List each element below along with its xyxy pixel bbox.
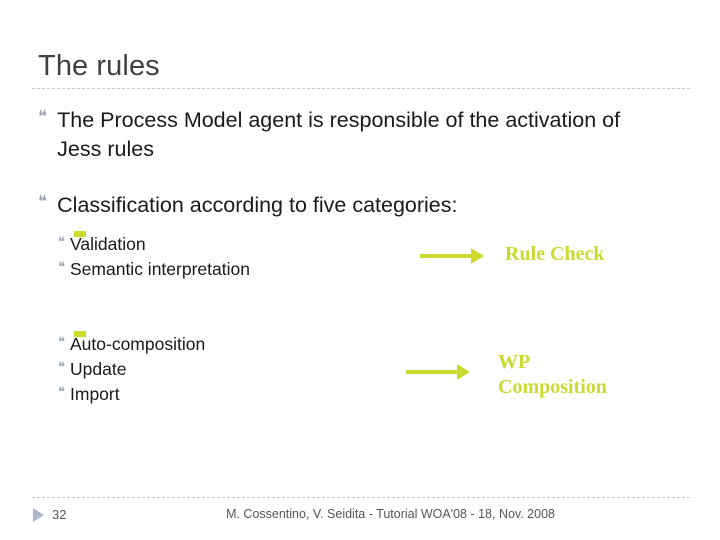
title-divider: [32, 88, 690, 89]
list-item-label: Validation: [70, 234, 146, 254]
bullet-item-1-text: The Process Model agent is responsible o…: [57, 108, 621, 161]
footer-divider: [32, 497, 690, 498]
list-item-label: Semantic interpretation: [70, 259, 250, 279]
list-item: ❝ Semantic interpretation: [58, 257, 250, 282]
bullet-marker-icon: ❝: [58, 335, 65, 350]
bullet-marker-icon: ❝: [58, 385, 65, 400]
list-item-label: Auto-composition: [70, 334, 206, 354]
bullet-marker-icon: ❝: [58, 235, 65, 250]
bullet-marker-icon: ❝: [58, 360, 65, 375]
list-item-label: Import: [70, 384, 120, 404]
page-title: The rules: [38, 50, 160, 82]
bullet-item-2: ❝ Classification according to five categ…: [38, 191, 668, 220]
category-group-1: ❝ Validation ❝ Semantic interpretation R…: [58, 231, 678, 282]
page-number: 32: [52, 507, 67, 522]
bullet-marker-icon: ❝: [38, 192, 48, 212]
category-group-2: ❝ Auto-composition ❝ Update ❝ Import WP …: [58, 331, 678, 407]
arrow-right-icon: [406, 364, 470, 380]
bullet-marker-icon: ❝: [58, 260, 65, 275]
footer-citation: M. Cossentino, V. Seidita - Tutorial WOA…: [226, 507, 555, 521]
bullet-marker-icon: ❝: [38, 107, 48, 127]
list-item: ❝ Import: [58, 382, 205, 407]
list-item: ❝ Validation: [58, 232, 250, 257]
arrow-right-icon: [420, 248, 484, 264]
list-item-label: Update: [70, 359, 127, 379]
list-item: ❝ Auto-composition: [58, 332, 205, 357]
category-group-1-label: Rule Check: [505, 243, 605, 265]
bullet-item-1: ❝ The Process Model agent is responsible…: [38, 106, 668, 164]
category-group-2-list: ❝ Auto-composition ❝ Update ❝ Import: [58, 331, 205, 407]
category-group-2-label: WP Composition: [498, 351, 607, 398]
list-item: ❝ Update: [58, 357, 205, 382]
triangle-right-icon: [33, 508, 44, 522]
category-group-1-list: ❝ Validation ❝ Semantic interpretation: [58, 231, 250, 282]
bullet-item-2-text: Classification according to five categor…: [57, 193, 458, 217]
